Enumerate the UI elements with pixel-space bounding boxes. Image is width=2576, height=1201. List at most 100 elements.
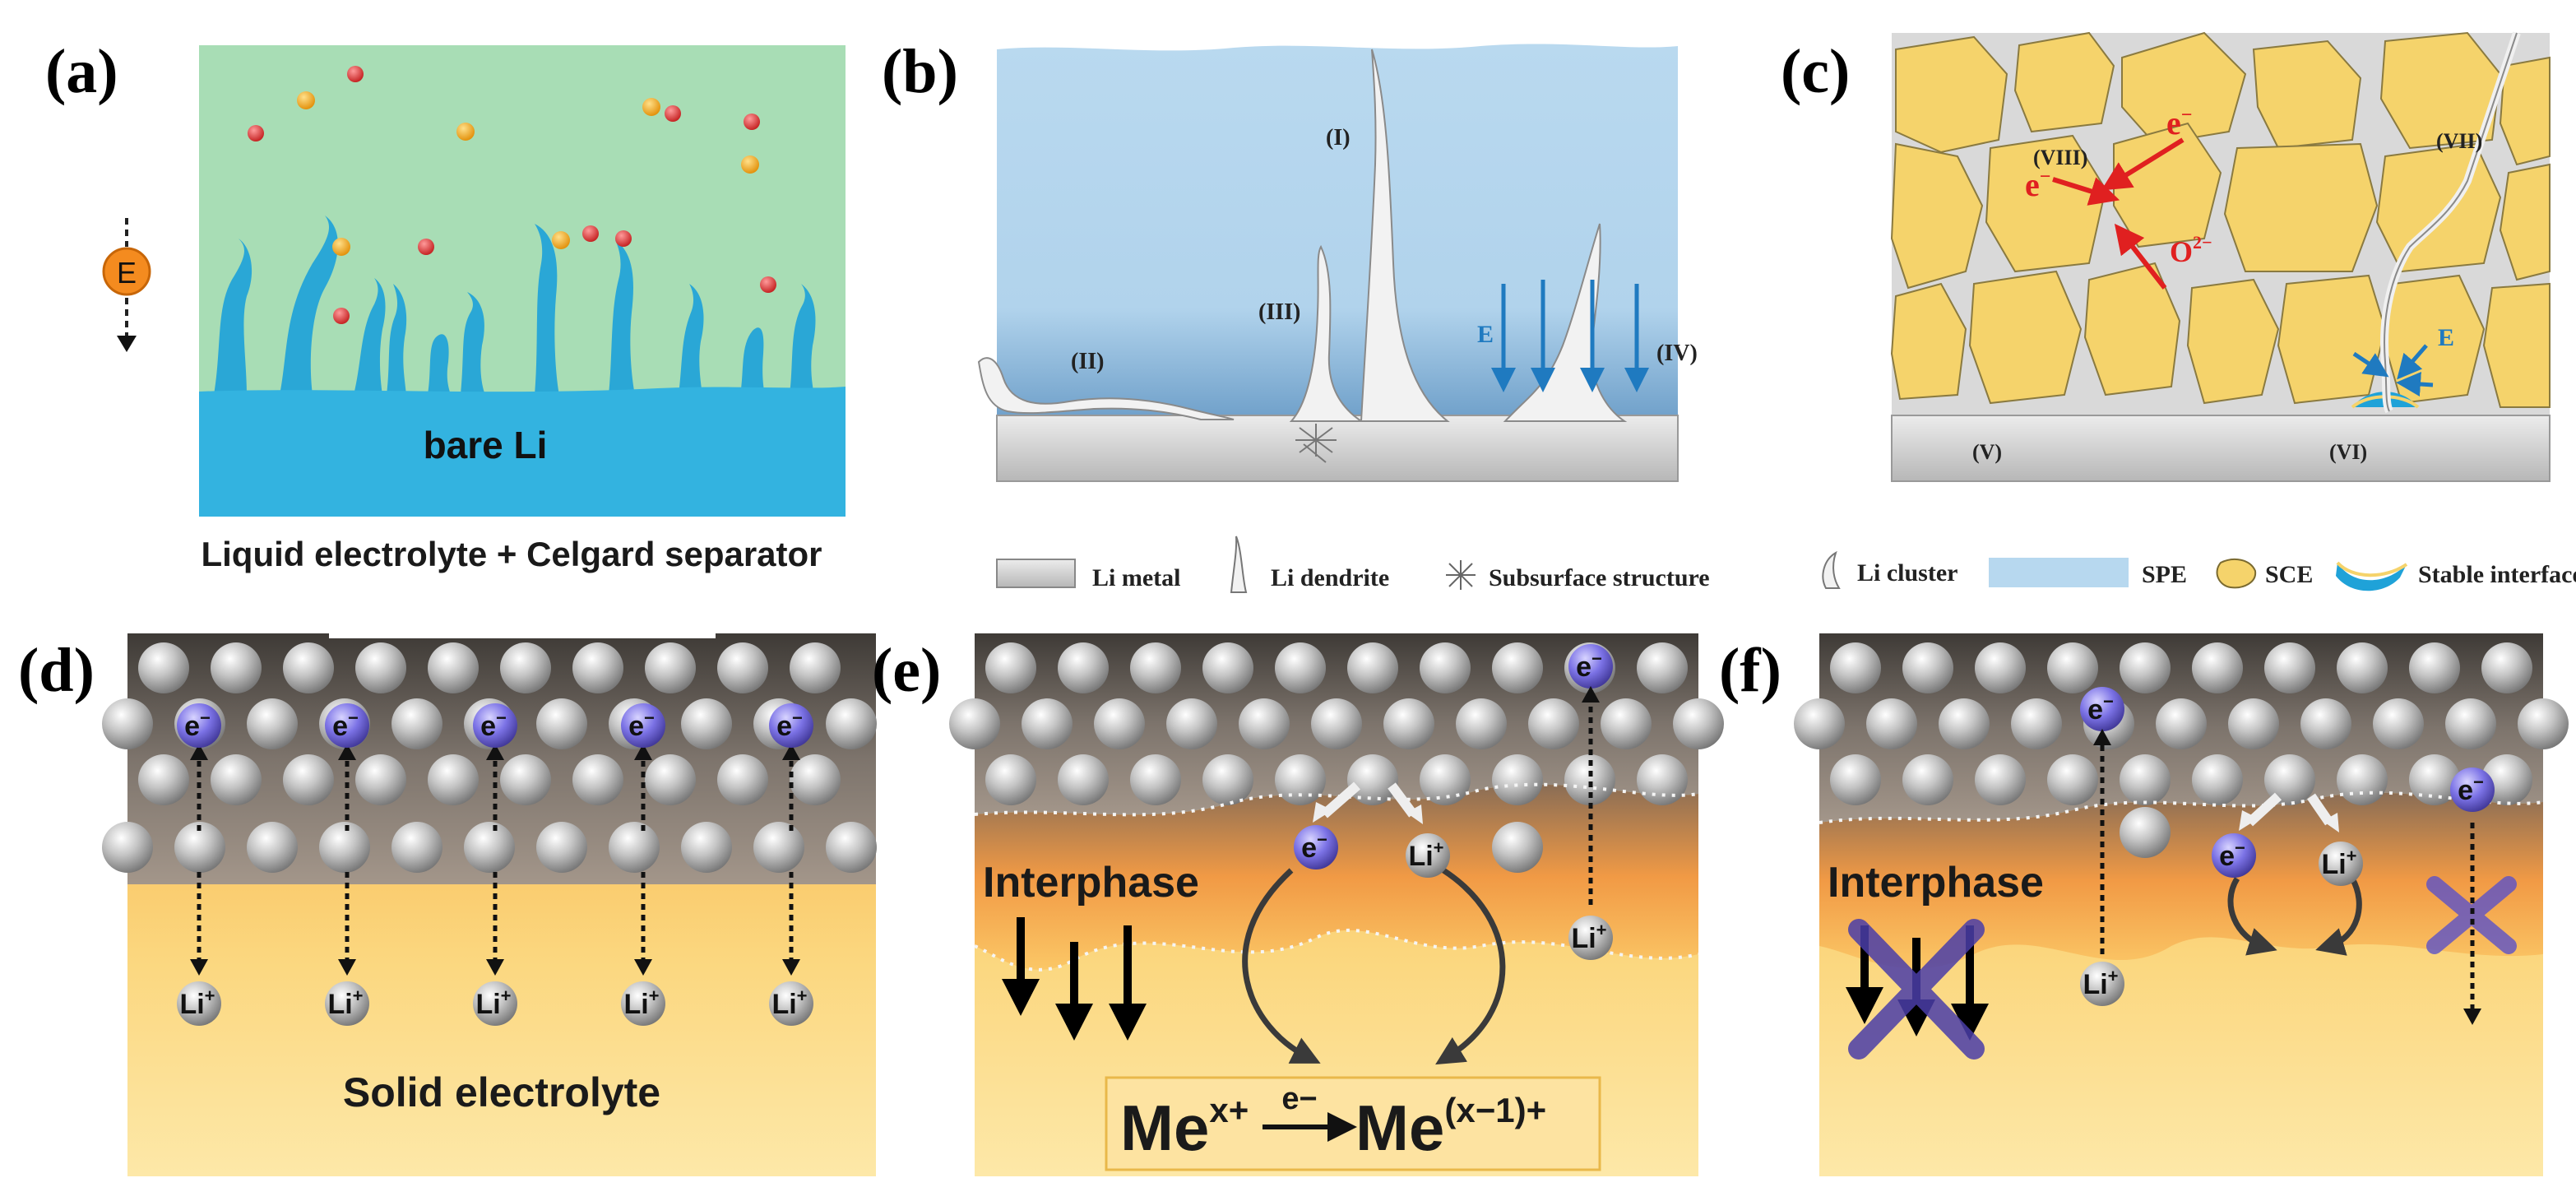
li-cluster-icon	[1822, 550, 1841, 589]
li-atom	[681, 822, 732, 873]
svg-text:Li+: Li+	[475, 985, 511, 1020]
li-ion: Li+	[769, 981, 813, 1026]
li-atom	[500, 754, 551, 805]
electron: e−	[473, 703, 517, 748]
ion-path-arrow	[1435, 868, 1506, 1065]
legend-label-stable-interface: Stable interface	[2418, 561, 2576, 588]
li-atom	[1166, 698, 1217, 749]
li-atom	[790, 754, 841, 805]
li-atom	[1564, 754, 1615, 805]
charge-carriers: e−Li+e−Li+e−	[2080, 687, 2495, 1025]
li-atom	[1058, 754, 1109, 805]
roman-II: (II)	[1071, 349, 1104, 374]
legend-label-li-cluster: Li cluster	[1857, 559, 1957, 587]
li-atom	[1130, 642, 1181, 693]
li-atom	[2445, 698, 2496, 749]
field-label: E	[1477, 321, 1494, 348]
li-dendrites	[977, 49, 1628, 422]
svg-text:e−: e−	[776, 707, 803, 742]
li-atom	[2409, 642, 2460, 693]
panel-f: Interphase e−Li+e−Li+e− (f)	[1719, 633, 2569, 1176]
electrolyte-label: Solid electrolyte	[343, 1069, 660, 1115]
li-atom	[2300, 698, 2351, 749]
li-atom	[1420, 754, 1471, 805]
li-atom	[102, 822, 153, 873]
li-atom	[1975, 642, 2026, 693]
panel-d-label: (d)	[18, 636, 95, 705]
li-atom	[717, 642, 768, 693]
svg-text:Li+: Li+	[623, 985, 659, 1020]
li-atom	[500, 642, 551, 693]
li-atom	[1383, 698, 1434, 749]
reaction-arrow-label: e−	[1281, 1082, 1317, 1116]
li-atom	[1492, 754, 1543, 805]
svg-text:Li+: Li+	[179, 985, 215, 1020]
electron: e−	[2080, 687, 2124, 731]
li-atom	[1830, 642, 1881, 693]
li-atom	[1902, 642, 1953, 693]
li-atom	[283, 754, 334, 805]
li-metal-slab	[1891, 415, 2551, 482]
field-label: E	[117, 256, 137, 290]
li-atom	[428, 754, 479, 805]
svg-text:Li+: Li+	[2083, 966, 2118, 1000]
oxide-label: O2−	[2170, 232, 2212, 268]
svg-text:e−: e−	[2219, 837, 2245, 872]
li-atom	[1637, 642, 1688, 693]
field-arrows: E	[2352, 324, 2454, 396]
li-atom-lattice	[949, 642, 1724, 873]
li-atom	[2264, 642, 2315, 693]
li-metal-icon	[996, 559, 1076, 588]
li-atom	[1637, 754, 1688, 805]
li-ion: Li+	[473, 981, 517, 1026]
li-ion: Li+	[177, 981, 221, 1026]
svg-text:e−: e−	[628, 707, 655, 742]
li-atom	[391, 822, 442, 873]
legend-label-li-dendrite: Li dendrite	[1271, 564, 1389, 591]
charge-carriers: e−Li+e−Li+	[1294, 644, 1613, 960]
sce-grains	[1890, 31, 2551, 408]
sce-icon	[2216, 558, 2257, 589]
svg-text:e−: e−	[184, 707, 211, 742]
panel-c-label: (c)	[1781, 37, 1850, 106]
electron: e−	[769, 703, 813, 748]
li-ion: Li+	[2319, 842, 2363, 886]
li-atom	[464, 822, 515, 873]
li-atom	[355, 642, 406, 693]
li-atom	[102, 698, 153, 749]
li-atom	[1673, 698, 1724, 749]
legend-label-spe: SPE	[2142, 561, 2187, 588]
electron: e−	[621, 703, 665, 748]
li-atom	[1601, 698, 1652, 749]
li-atom	[1130, 754, 1181, 805]
subsurface-structure	[1295, 424, 1337, 463]
transport-arrows: e− Li+ e− Li+ e− Li+ e− Li+ e− Li+	[177, 703, 813, 1026]
li-atom	[1939, 698, 1990, 749]
panel-b: (b) E (I) (II) (III) (IV)	[882, 37, 1698, 482]
reaction-product: Me(x−1)+	[1355, 1091, 1546, 1164]
li-atom	[138, 754, 189, 805]
li-atom	[1058, 642, 1109, 693]
roman-V: (V)	[1972, 440, 2002, 464]
ions	[248, 66, 776, 324]
li-atom	[1830, 754, 1881, 805]
li-ion: Li+	[2080, 962, 2124, 1006]
legend-label-subsurface: Subsurface structure	[1489, 564, 1710, 591]
electron: e−	[325, 703, 369, 748]
li-atom	[1202, 754, 1253, 805]
li-atom	[572, 754, 623, 805]
li-atom	[2120, 754, 2171, 805]
svg-text:e−: e−	[480, 707, 507, 742]
li-atom	[2337, 754, 2388, 805]
svg-text:e−: e−	[332, 707, 359, 742]
downward-arrows	[1002, 917, 1147, 1041]
panel-e-label: (e)	[872, 636, 941, 705]
roman-III: (III)	[1258, 299, 1300, 325]
svg-text:Li+: Li+	[1408, 837, 1443, 872]
field-label: E	[2438, 324, 2454, 351]
li-atom	[790, 642, 841, 693]
li-atom	[2192, 642, 2243, 693]
svg-text:Li+: Li+	[327, 985, 363, 1020]
li-atom	[2011, 698, 2062, 749]
li-atom	[1902, 754, 1953, 805]
